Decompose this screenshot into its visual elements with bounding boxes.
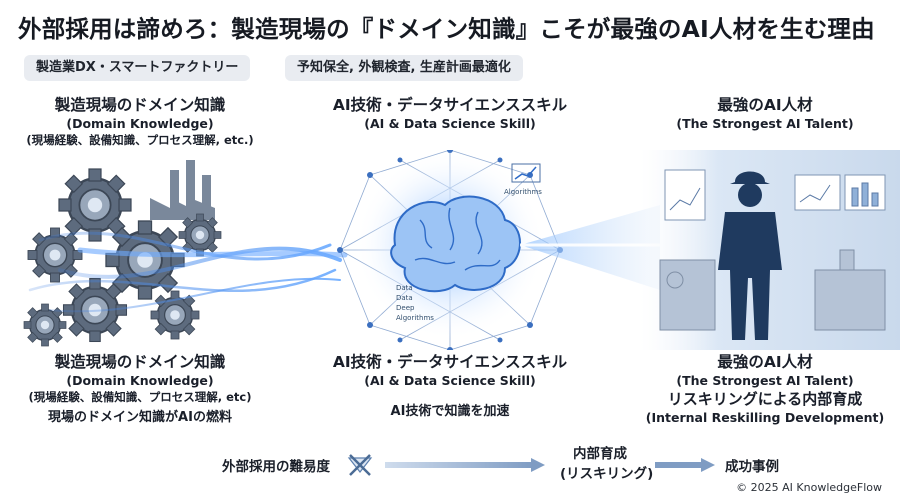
- talent-caption-title: 最強のAI人材: [717, 353, 813, 371]
- factory-icon: [150, 160, 215, 220]
- flow-step-internal: 内部育成 (リスキリング): [560, 442, 654, 482]
- flow-step-external-hiring: 外部採用の難易度: [222, 459, 330, 475]
- ai-caption-title: AI技術・データサイエンススキル: [332, 353, 568, 371]
- ai-skill-header: AI技術・データサイエンススキル (AI & Data Science Skil…: [320, 95, 580, 132]
- process-flow: 外部採用の難易度 内部育成 (リスキリング) 成功事例: [0, 440, 900, 490]
- ai-subtitle: (AI & Data Science Skill): [364, 116, 536, 131]
- machinery: [659, 249, 886, 331]
- chart-icon: [511, 163, 541, 183]
- cross-icon: [347, 454, 373, 476]
- domain-caption-note: 現場のドメイン知識がAIの燃料: [48, 410, 232, 425]
- brain-icon: [390, 195, 521, 293]
- brain-label-algorithms: Algorithms: [504, 188, 542, 196]
- tag-smart-factory: 製造業DX・スマートファクトリー: [24, 55, 251, 81]
- brain-label-deep: Deep: [396, 304, 415, 312]
- domain-caption-title: 製造現場のドメイン知識: [54, 353, 226, 371]
- page-title: 外部採用は諦めろ：製造現場の『ドメイン知識』こそが最強のAI人材を生む理由: [18, 15, 875, 43]
- domain-title: 製造現場のドメイン知識: [54, 96, 226, 114]
- talent-title: 最強のAI人材: [717, 96, 813, 114]
- ai-title: AI技術・データサイエンススキル: [332, 96, 568, 114]
- talent-header: 最強のAI人材 (The Strongest AI Talent): [640, 95, 890, 132]
- domain-caption-detail: (現場経験、設備知識、プロセス理解, etc): [28, 390, 252, 404]
- flow-step-internal-label: 内部育成: [573, 446, 627, 462]
- domain-knowledge-caption: 製造現場のドメイン知識 (Domain Knowledge) (現場経験、設備知…: [20, 352, 260, 427]
- brain-label-data-1: Data: [396, 284, 413, 292]
- ai-caption-subtitle: (AI & Data Science Skill): [364, 373, 536, 388]
- talent-subtitle: (The Strongest AI Talent): [676, 116, 854, 131]
- ai-caption-note: AI技術で知識を加速: [390, 404, 510, 419]
- engineer-icon: [718, 171, 782, 340]
- talent-caption-note: リスキリングによる内部育成: [667, 390, 863, 408]
- domain-caption-subtitle: (Domain Knowledge): [66, 373, 214, 388]
- talent-caption: 最強のAI人材 (The Strongest AI Talent) リスキリング…: [640, 352, 890, 426]
- flow-step-success: 成功事例: [725, 459, 779, 475]
- illustration: Algorithms Data Data Deep Algorithms: [23, 150, 900, 350]
- domain-detail: (現場経験、設備知識、プロセス理解, etc.): [26, 133, 254, 147]
- brain-label-data-2: Data: [396, 294, 413, 302]
- arrow-1: [385, 458, 545, 472]
- talent-caption-note-en: (Internal Reskilling Development): [645, 410, 885, 425]
- arrow-2: [655, 458, 715, 472]
- brain-label-algorithms-2: Algorithms: [396, 314, 434, 322]
- talent-caption-subtitle: (The Strongest AI Talent): [676, 373, 854, 388]
- domain-knowledge-header: 製造現場のドメイン知識 (Domain Knowledge) (現場経験、設備知…: [20, 95, 260, 148]
- ai-skill-caption: AI技術・データサイエンススキル (AI & Data Science Skil…: [320, 352, 580, 421]
- copyright: © 2025 AI KnowledgeFlow: [736, 481, 882, 494]
- flow-step-internal-sub: (リスキリング): [560, 466, 654, 482]
- tag-use-cases: 予知保全, 外観検査, 生産計画最適化: [285, 55, 523, 81]
- domain-subtitle: (Domain Knowledge): [66, 116, 214, 131]
- energy-beam-left: [28, 231, 348, 313]
